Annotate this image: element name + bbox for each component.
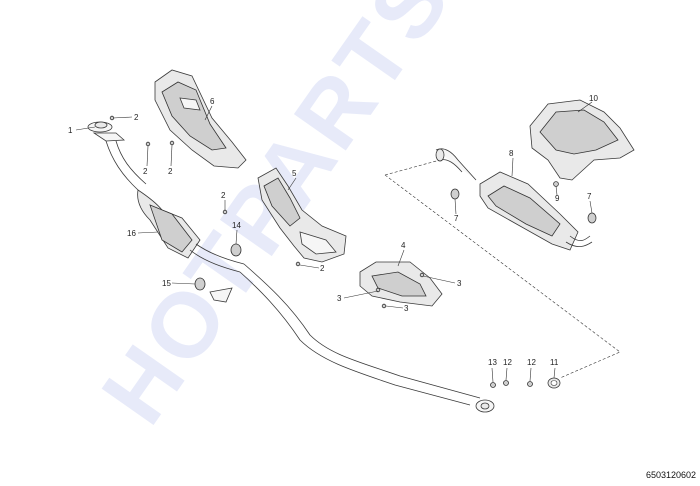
main-exhaust-pipe[interactable] — [209, 263, 495, 413]
callout-3: 3 — [404, 304, 409, 313]
callout-15: 15 — [162, 279, 171, 288]
part-14-rubber-mount[interactable] — [230, 243, 242, 257]
part-12-nut-b[interactable] — [527, 381, 533, 387]
part-12-nut-a[interactable] — [503, 380, 509, 386]
callout-3: 3 — [457, 279, 462, 288]
part-10-rear-heat-shield[interactable] — [529, 99, 635, 181]
part-4-heat-shield[interactable] — [359, 261, 443, 307]
part-7-rubber-mount-b[interactable] — [587, 212, 597, 224]
assembly-guide-line — [384, 159, 621, 379]
callout-3: 3 — [337, 294, 342, 303]
callout-14: 14 — [232, 221, 241, 230]
callout-10: 10 — [589, 94, 598, 103]
callout-13: 13 — [488, 358, 497, 367]
leader-lines — [75, 101, 593, 383]
part-7-rubber-mount-a[interactable] — [450, 188, 460, 200]
callout-7: 7 — [587, 192, 592, 201]
callout-12: 12 — [527, 358, 536, 367]
callout-8: 8 — [509, 149, 514, 158]
callout-9: 9 — [555, 194, 560, 203]
callout-2: 2 — [134, 113, 139, 122]
part-6-heat-shield[interactable] — [154, 69, 247, 169]
callout-2: 2 — [168, 167, 173, 176]
callout-7: 7 — [454, 214, 459, 223]
callout-6: 6 — [210, 97, 215, 106]
part-16-catalytic-converter[interactable] — [137, 189, 245, 273]
callout-labels: 1 2 2 2 2 2 6 5 4 3 3 3 14 15 16 8 10 9 … — [68, 94, 598, 367]
part-9-bolt[interactable] — [553, 181, 559, 187]
part-13-bolt[interactable] — [490, 382, 496, 388]
callout-5: 5 — [292, 169, 297, 178]
callout-2: 2 — [143, 167, 148, 176]
callout-2: 2 — [320, 264, 325, 273]
callout-4: 4 — [401, 241, 406, 250]
callout-2: 2 — [221, 191, 226, 200]
part-5-heat-shield[interactable] — [257, 167, 347, 263]
part-8-rear-muffler[interactable] — [435, 148, 593, 251]
callout-12: 12 — [503, 358, 512, 367]
callout-16: 16 — [127, 229, 136, 238]
document-number: 6503120602 — [645, 470, 696, 480]
part-11-gasket[interactable] — [547, 377, 561, 389]
callout-1: 1 — [68, 126, 73, 135]
callout-11: 11 — [550, 358, 559, 367]
part-15-rubber-mount[interactable] — [194, 277, 206, 291]
part-1-front-pipe[interactable] — [87, 121, 147, 191]
